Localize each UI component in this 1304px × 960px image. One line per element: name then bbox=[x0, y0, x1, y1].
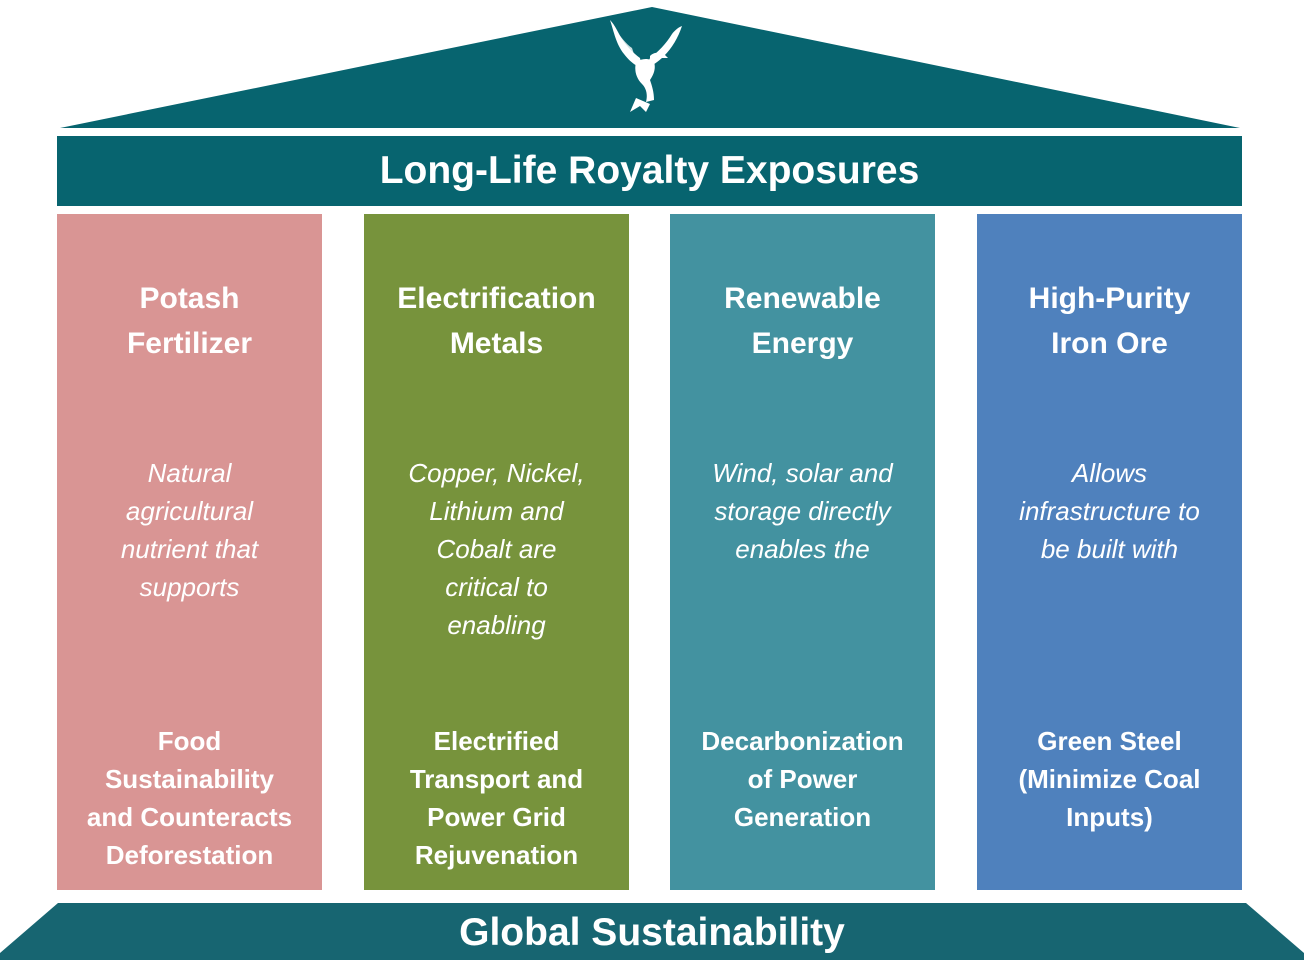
pillar-high-purity-iron-ore: High-Purity Iron Ore Allows infrastructu… bbox=[977, 214, 1242, 890]
banner-title: Long-Life Royalty Exposures bbox=[379, 149, 920, 192]
pillar-outcome: Green Steel (Minimize Coal Inputs) bbox=[1018, 726, 1201, 832]
eagle-icon bbox=[610, 20, 682, 112]
pillar-outcome: Food Sustainability and Counteracts Defo… bbox=[86, 726, 293, 870]
foundation-base bbox=[0, 903, 1304, 960]
pillar-title: Electrification Metals bbox=[397, 282, 596, 360]
pillar-description: Natural agricultural nutrient that suppo… bbox=[120, 458, 259, 602]
title-banner: Long-Life Royalty Exposures bbox=[57, 136, 1242, 206]
pillar-outcome: Decarbonization of Power Generation bbox=[701, 726, 904, 832]
pillar-description: Wind, solar and storage directly enables… bbox=[712, 458, 893, 564]
pillar-title: High-Purity Iron Ore bbox=[1028, 282, 1191, 360]
pillar-description: Allows infrastructure to be built with bbox=[1019, 458, 1200, 564]
foundation-title: Global Sustainability bbox=[459, 911, 845, 954]
pillar-title: Potash Fertilizer bbox=[126, 282, 253, 360]
pillar-renewable-energy: Renewable Energy Wind, solar and storage… bbox=[670, 214, 935, 890]
pillar-outcome: Electrified Transport and Power Grid Rej… bbox=[409, 726, 584, 870]
pillar-electrification-metals: Electrification Metals Copper, Nickel, L… bbox=[364, 214, 629, 890]
pillar-title: Renewable Energy bbox=[724, 282, 881, 360]
pillar-description: Copper, Nickel, Lithium and Cobalt are c… bbox=[408, 458, 585, 640]
pillar-potash-fertilizer: Potash Fertilizer Natural agricultural n… bbox=[57, 214, 322, 890]
